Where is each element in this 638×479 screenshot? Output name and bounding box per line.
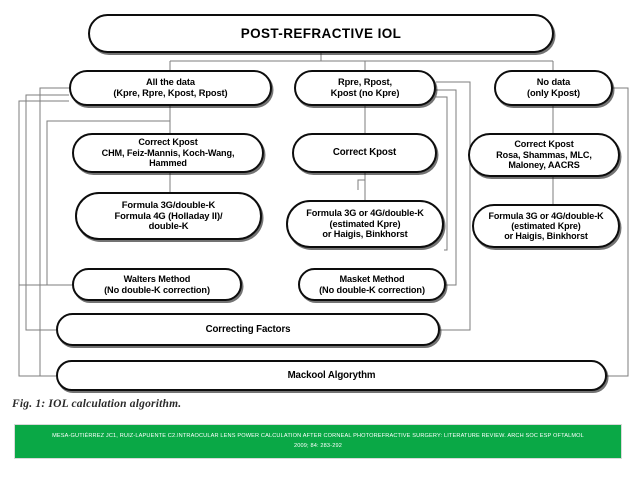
node-no-data-label: No data(only Kpost)	[526, 77, 581, 98]
node-correcting-factors[interactable]: Correcting Factors	[56, 313, 440, 346]
node-formula-mid[interactable]: Formula 3G or 4G/double-K(estimated Kpre…	[286, 200, 444, 248]
citation-banner: MESA-GUTIÉRREZ JC1, RUIZ-LAPUENTE C2.INT…	[14, 424, 622, 459]
node-walters-method[interactable]: Walters Method(No double-K correction)	[72, 268, 242, 301]
node-mackool-algorythm[interactable]: Mackool Algorythm	[56, 360, 607, 391]
node-title-label: POST-REFRACTIVE IOL	[240, 25, 402, 41]
citation-line-2: 2009; 84: 283-292	[294, 442, 342, 449]
node-post-refractive-iol[interactable]: POST-REFRACTIVE IOL	[88, 14, 554, 53]
node-correct-kpost-mid-label: Correct Kpost	[332, 147, 397, 159]
node-masket-method[interactable]: Masket Method(No double-K correction)	[298, 268, 446, 301]
node-rpre-rpost-kpost-label: Rpre, Rpost,Kpost (no Kpre)	[330, 77, 400, 98]
node-correct-kpost-mid[interactable]: Correct Kpost	[292, 133, 437, 173]
citation-text: MESA-GUTIÉRREZ JC1, RUIZ-LAPUENTE C2.INT…	[27, 432, 609, 452]
node-formula-mid-label: Formula 3G or 4G/double-K(estimated Kpre…	[306, 208, 424, 240]
citation-line-1: MESA-GUTIÉRREZ JC1, RUIZ-LAPUENTE C2.INT…	[52, 432, 584, 439]
node-formula-right-label: Formula 3G or 4G/double-K(estimated Kpre…	[488, 210, 604, 242]
node-masket-method-label: Masket Method(No double-K correction)	[319, 274, 425, 295]
node-all-the-data[interactable]: All the data(Kpre, Rpre, Kpost, Rpost)	[69, 70, 272, 106]
node-formula-right[interactable]: Formula 3G or 4G/double-K(estimated Kpre…	[472, 204, 620, 248]
node-all-the-data-label: All the data(Kpre, Rpre, Kpost, Rpost)	[113, 77, 228, 98]
node-walters-method-label: Walters Method(No double-K correction)	[104, 274, 210, 295]
node-correcting-factors-label: Correcting Factors	[205, 323, 291, 335]
node-rpre-rpost-kpost[interactable]: Rpre, Rpost,Kpost (no Kpre)	[294, 70, 436, 106]
node-mackool-algorythm-label: Mackool Algorythm	[287, 369, 376, 381]
figure-caption: Fig. 1: IOL calculation algorithm.	[12, 398, 182, 410]
node-no-data[interactable]: No data(only Kpost)	[494, 70, 613, 106]
